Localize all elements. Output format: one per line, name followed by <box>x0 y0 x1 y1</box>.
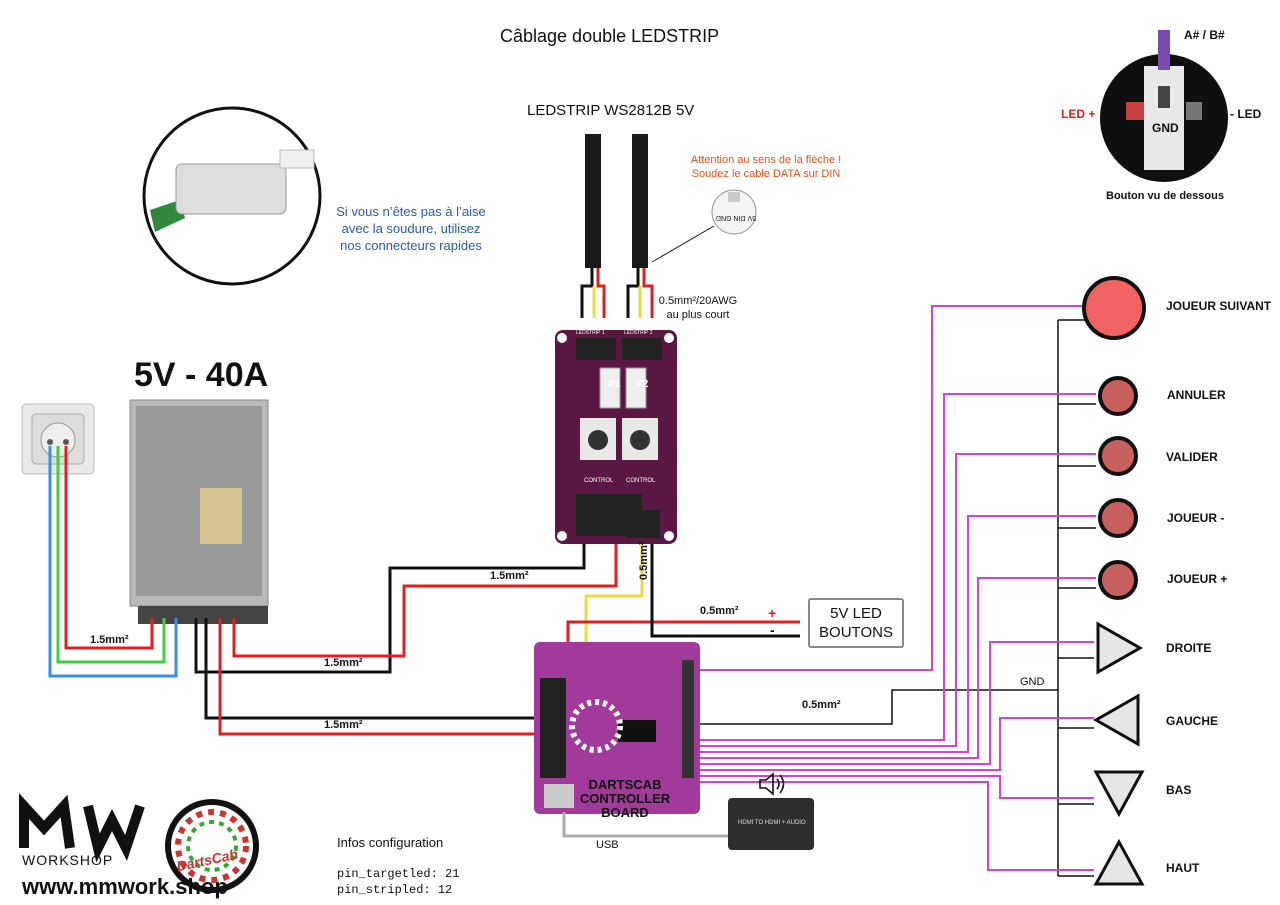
strip-wire-note: 0.5mm²/20AWG au plus court <box>658 295 738 321</box>
wire-label-gnd: GND <box>1020 676 1045 688</box>
wire-label-ledboard-buttons: 0.5mm² <box>700 605 739 617</box>
wire-label-outlet-psu: 1.5mm² <box>90 634 129 646</box>
gnd-label: GND <box>1152 121 1179 135</box>
button-valider <box>1098 436 1138 476</box>
label-droite: DROITE <box>1166 641 1212 655</box>
hdmi-text: HDMI TO HDMI + AUDIO <box>738 820 806 826</box>
button-underside-caption: Bouton vu de dessous <box>1106 190 1224 202</box>
wire-psu-controller-black <box>204 618 534 720</box>
wire-outlet-red <box>64 446 154 650</box>
power-minus-sign: - <box>770 622 775 638</box>
wire-psu-ledboard-black <box>194 544 586 674</box>
connector-note: Si vous n’êtes pas à l’aise avec la soud… <box>336 204 486 253</box>
header1-label: LEDSTRIP 1 <box>576 330 605 336</box>
wire-psu-controller-red <box>218 618 534 736</box>
label-annuler: ANNULER <box>1167 388 1226 402</box>
mmwork-logo <box>19 793 145 863</box>
wire-outlet-green <box>56 446 166 664</box>
config-line1: pin_targetled: 21 <box>337 867 460 881</box>
wire-ledbtn-red <box>566 620 800 642</box>
button-joueur-suivant <box>1082 276 1146 340</box>
dartscab-logo <box>165 799 259 893</box>
button-underside-top-label: A# / B# <box>1184 28 1225 42</box>
led-strip-board <box>555 330 677 544</box>
wall-outlet <box>21 403 95 475</box>
button-joueur-plus <box>1098 560 1138 600</box>
power-plus-sign: + <box>768 605 777 621</box>
wire-label-controller-buttons: 0.5mm² <box>802 699 841 711</box>
label-bas: BAS <box>1166 783 1192 797</box>
psu-title: 5V - 40A <box>134 356 269 394</box>
button-gauche <box>1092 693 1140 747</box>
label-valider: VALIDER <box>1166 450 1218 464</box>
strip-pin-icon <box>711 189 757 235</box>
label-haut: HAUT <box>1166 861 1200 875</box>
wire-outlet-blue <box>48 446 178 678</box>
hdmi-audio-adapter <box>728 798 814 850</box>
wire-label-ledboard-data: 0.5mm² <box>638 541 650 580</box>
power-supply <box>129 399 269 624</box>
button-bas <box>1093 770 1145 818</box>
logo-url: www.mmwork.shop <box>22 874 228 899</box>
header2-label: LEDSTRIP 2 <box>624 330 653 336</box>
led-minus-label: - LED <box>1230 107 1262 121</box>
strip1-label: #1 <box>608 378 621 390</box>
controller-board <box>534 642 700 814</box>
config-title: Infos configuration <box>337 835 444 850</box>
button-underside <box>1100 30 1228 182</box>
button-joueur-moins <box>1098 498 1138 538</box>
wire-data-yellow <box>584 544 644 642</box>
wire-ledbtn-black <box>650 544 800 638</box>
label-joueur-plus: JOUEUR + <box>1167 572 1228 586</box>
led-buttons-box: 5V LED BOUTONS <box>808 598 904 648</box>
led-strips <box>585 134 648 268</box>
strip-pin-icon-text: 5V DIN GND <box>716 214 757 221</box>
wire-label-usb: USB <box>596 839 619 851</box>
control2-label: CONTROL <box>626 478 656 484</box>
wire-label-psu-controller-2: 1.5mm² <box>324 719 363 731</box>
wire-gnd-bus <box>700 689 1058 725</box>
label-joueur-moins: JOUEUR - <box>1167 511 1225 525</box>
page-title: Câblage double LEDSTRIP <box>500 26 720 46</box>
wires <box>48 225 1096 877</box>
button-haut <box>1093 838 1145 886</box>
control1-label: CONTROL <box>584 478 614 484</box>
label-gauche: GAUCHE <box>1166 714 1219 728</box>
arrow-warning: Attention au sens de la flèche ! Soudez … <box>690 154 842 180</box>
wire-psu-ledboard-red <box>232 544 618 658</box>
logo-workshop: WORKSHOP <box>22 852 114 868</box>
button-droite <box>1096 621 1144 675</box>
strip2-label: #2 <box>636 378 649 390</box>
label-joueur-suivant: JOUEUR SUIVANT <box>1166 299 1272 313</box>
buttons <box>1082 276 1146 886</box>
quick-connector-photo <box>142 106 322 286</box>
wire-label-psu-ledboard: 1.5mm² <box>490 570 529 582</box>
controller-label: DARTSCAB CONTROLLER BOARD <box>579 777 671 820</box>
wire-label-psu-controller-1: 1.5mm² <box>324 657 363 669</box>
led-plus-label: LED + <box>1061 107 1096 121</box>
wire-usb <box>562 812 728 838</box>
speaker-icon <box>759 772 785 796</box>
ledstrip-title: LEDSTRIP WS2812B 5V <box>527 102 695 119</box>
button-annuler <box>1098 376 1138 416</box>
config-line2: pin_stripled: 12 <box>337 883 453 897</box>
